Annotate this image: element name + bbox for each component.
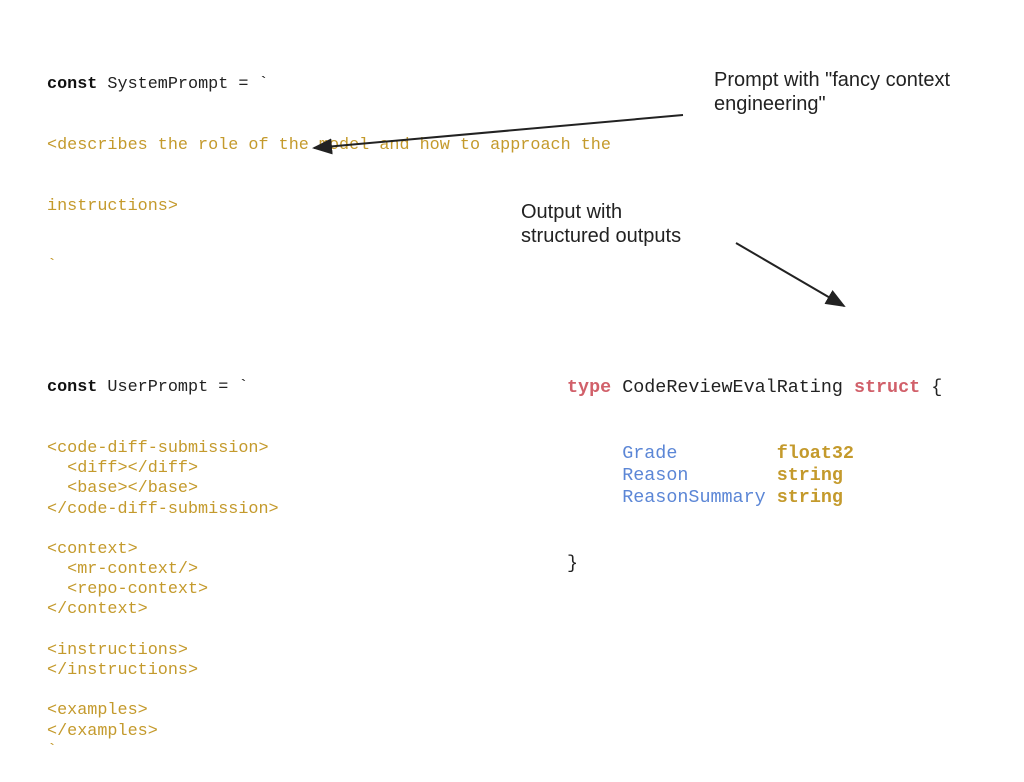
code-line: instructions> <box>47 196 178 216</box>
code-line: </instructions> <box>47 661 199 681</box>
code-line: ` <box>47 257 58 277</box>
code-line: <instructions> <box>47 640 188 660</box>
code-line: ` <box>47 741 58 761</box>
code-line: <base></base> <box>47 479 199 499</box>
code-line: <examples> <box>47 701 148 721</box>
struct-field: Reason string <box>567 465 942 487</box>
field-type: string <box>776 465 843 486</box>
output-annotation: Output with structured outputs <box>521 201 682 247</box>
code-line: <context> <box>47 539 138 559</box>
field-name: Reason <box>622 465 689 486</box>
system-prompt-decl: const SystemPrompt = ` <box>47 75 269 95</box>
code-line: <diff></diff> <box>47 459 199 479</box>
struct-field: ReasonSummary string <box>567 487 942 509</box>
prompt-annotation: Prompt with "fancy context engineering" <box>714 69 951 115</box>
code-line <box>47 681 611 701</box>
struct-decl: type CodeReviewEvalRating struct { <box>567 377 943 398</box>
code-line: <code-diff-submission> <box>47 438 269 458</box>
code-line <box>47 621 611 641</box>
user-prompt-decl: const UserPrompt = ` <box>47 378 249 398</box>
field-type: float32 <box>776 443 854 464</box>
struct-field: Grade float32 <box>567 443 942 465</box>
code-line: </context> <box>47 600 148 620</box>
prompt-arrow <box>312 114 684 155</box>
output-arrow <box>735 242 846 308</box>
code-line <box>47 520 611 540</box>
struct-close: } <box>567 553 579 574</box>
field-name: ReasonSummary <box>622 487 766 508</box>
field-type: string <box>776 487 843 508</box>
arrows <box>312 114 846 308</box>
field-name: Grade <box>622 443 678 464</box>
code-line: </examples> <box>47 721 158 741</box>
struct-fields: Grade float32 Reason string ReasonSummar… <box>567 443 942 509</box>
code-line: <repo-context> <box>47 580 209 600</box>
code-line: <mr-context/> <box>47 560 199 580</box>
